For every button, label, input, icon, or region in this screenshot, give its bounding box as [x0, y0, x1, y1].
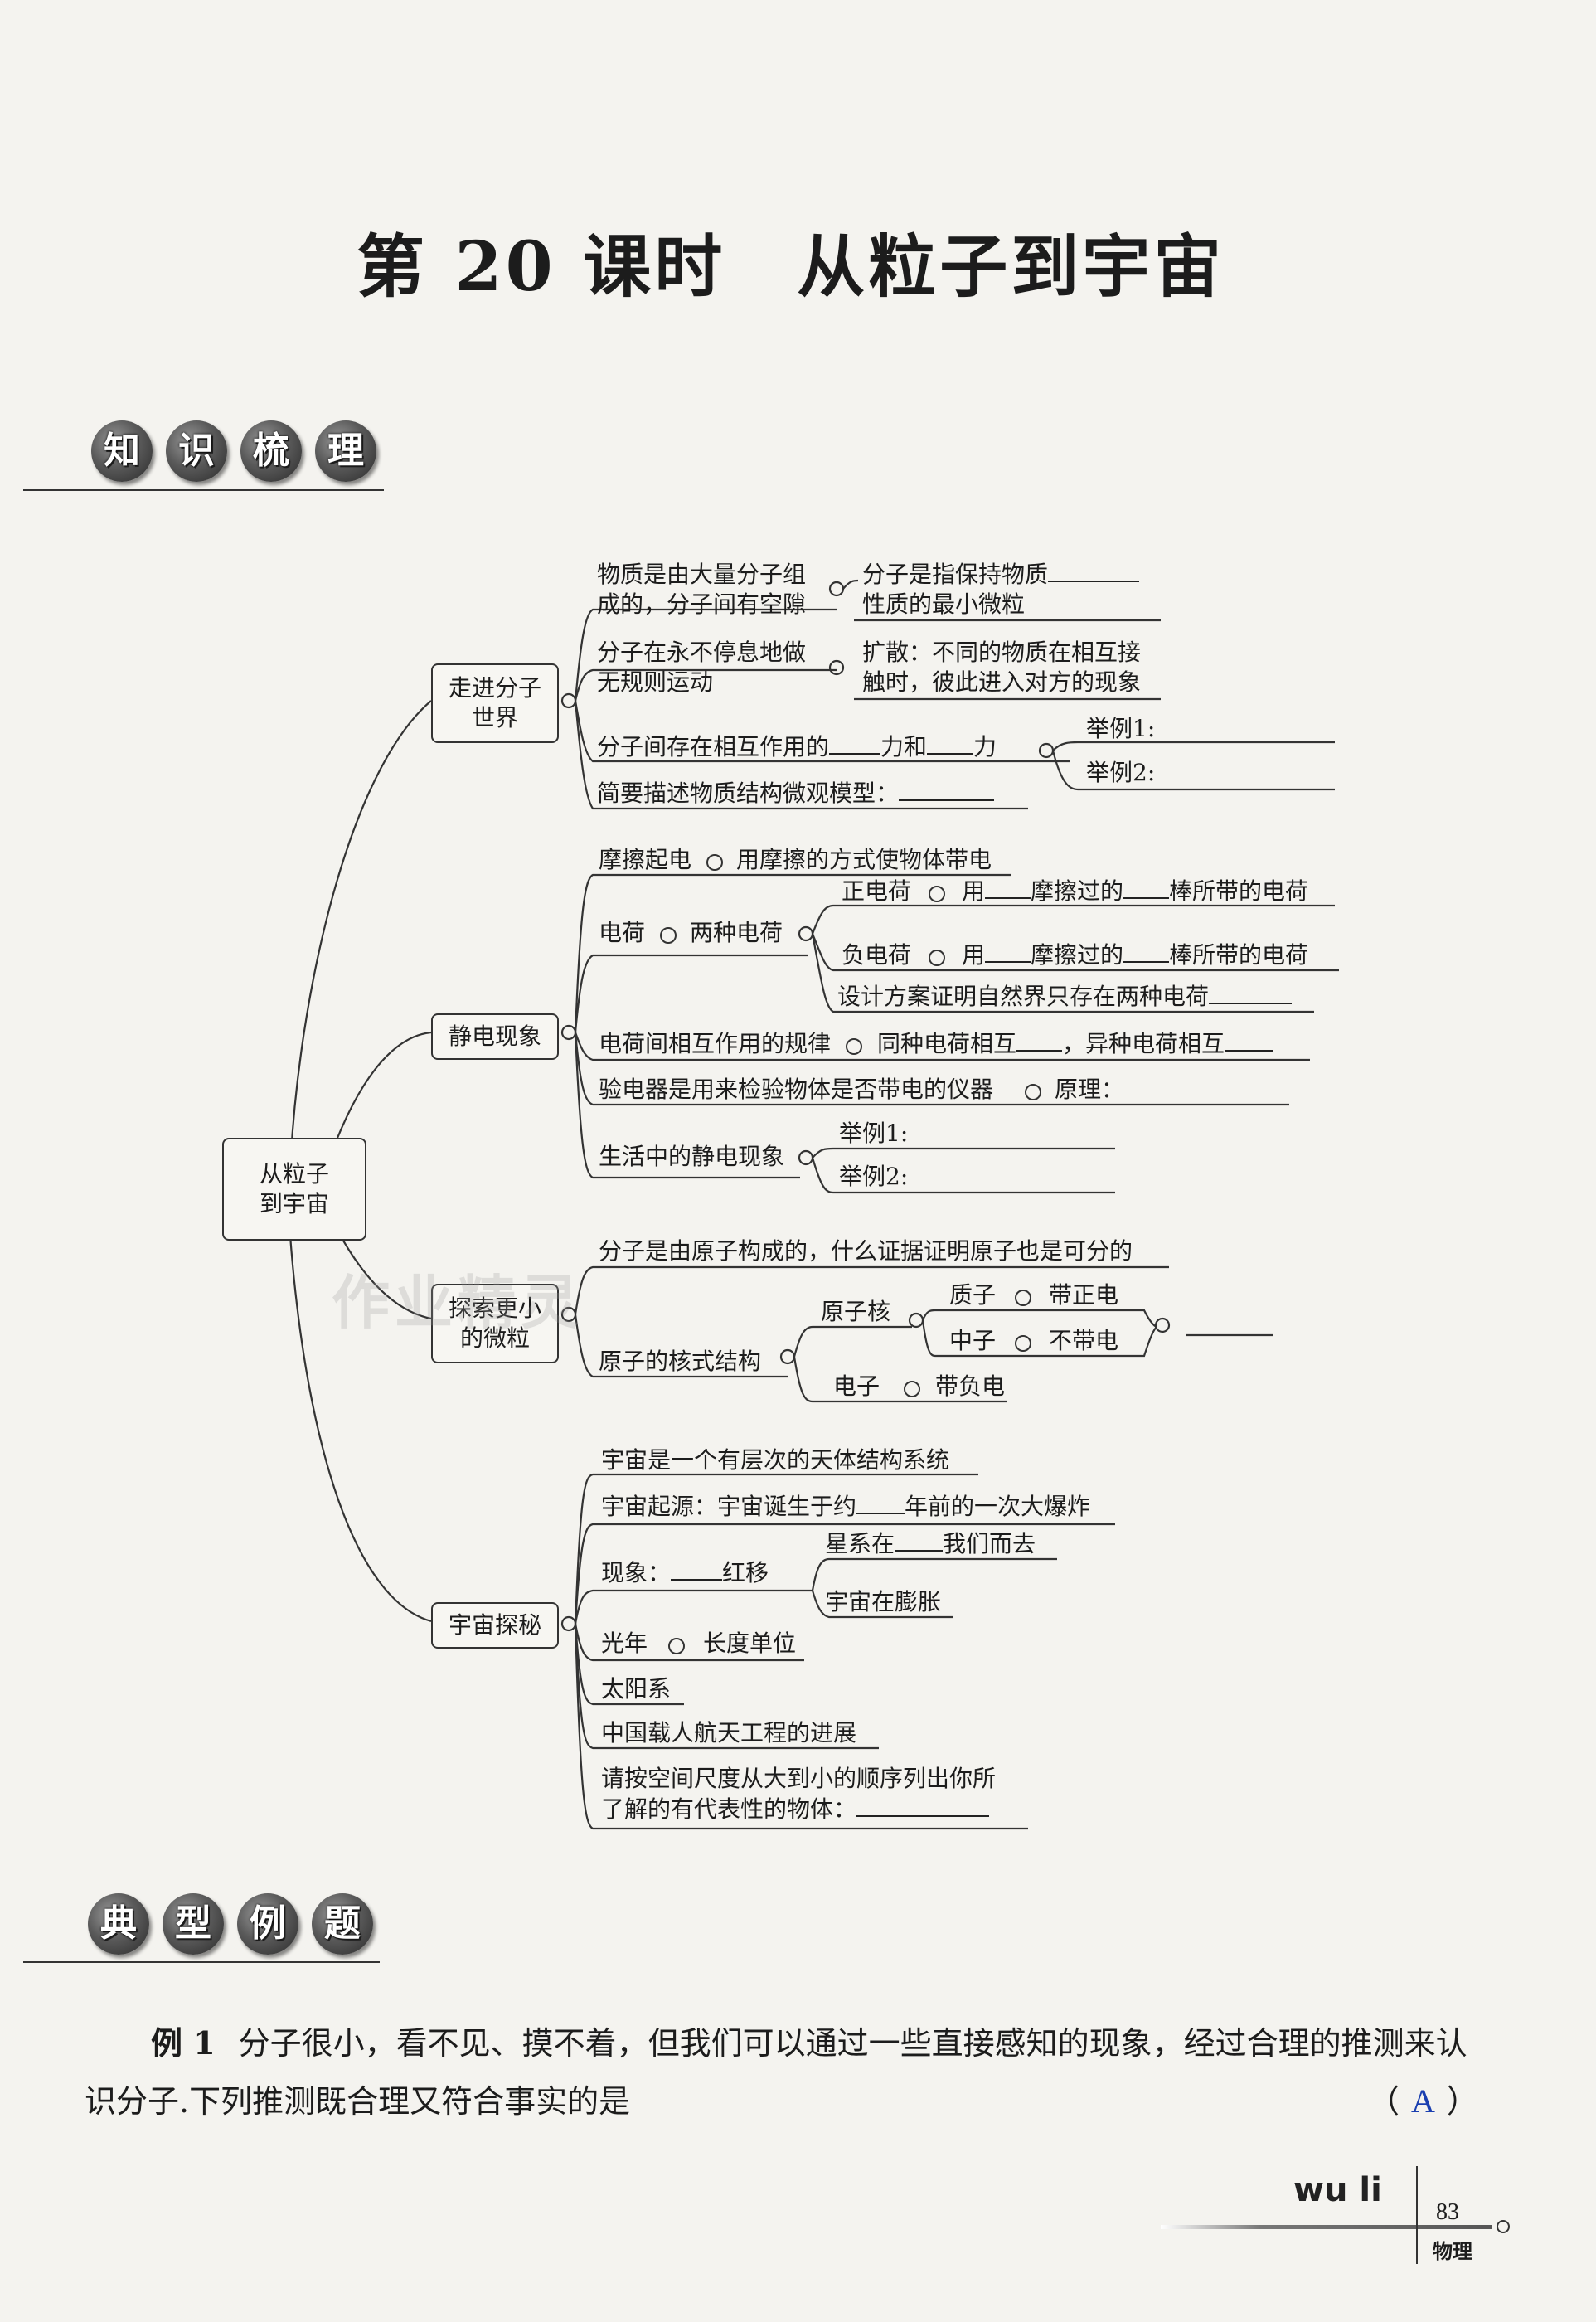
node-text: 长度单位 [703, 1630, 797, 1657]
node-text: 无规则运动 [597, 668, 714, 696]
footer-vertical-rule [1416, 2166, 1418, 2264]
node-text: 宇宙起源：宇宙诞生于约年前的一次大爆炸 [601, 1493, 1091, 1520]
node-text: 用摩擦的方式使物体带电 [736, 846, 992, 873]
node-text: 正电荷 [842, 877, 912, 905]
divider [23, 489, 384, 491]
connector-icon [1015, 1335, 1031, 1352]
divider [23, 1961, 380, 1963]
node-text: 生活中的静电现象 [599, 1143, 785, 1170]
mindmap-branch-particles: 探索更小的微粒 [431, 1284, 559, 1363]
node-text: 用摩擦过的棒所带的电荷 [962, 877, 1309, 905]
node-text: 设计方案证明自然界只存在两种电荷 [837, 983, 1293, 1011]
page-number: 83 [1436, 2199, 1459, 2225]
node-text: 不带电 [1049, 1327, 1119, 1354]
section-badge: 例 [237, 1893, 298, 1955]
node-text: 举例2: [1086, 759, 1156, 786]
example-1-line2: 识分子.下列推测既合理又符合事实的是 [85, 2083, 631, 2120]
node-text: 星系在我们而去 [825, 1530, 1036, 1557]
node-text: 原理： [1055, 1076, 1125, 1103]
node-text: 电荷间相互作用的规律 [599, 1030, 832, 1057]
node-text: 了解的有代表性的物体： [601, 1795, 990, 1824]
node-text: 举例2: [839, 1163, 909, 1190]
node-text: 简要描述物质结构微观模型： [597, 780, 995, 808]
node-text: 用摩擦过的棒所带的电荷 [962, 941, 1309, 969]
connector-icon [929, 950, 945, 966]
node-text: 太阳系 [601, 1675, 672, 1703]
node-text: 电荷 [599, 919, 646, 946]
node-text: 质子 [949, 1281, 997, 1309]
node-text: 宇宙在膨胀 [825, 1588, 942, 1615]
node-text: 举例1: [1086, 715, 1156, 742]
node-text: 宇宙是一个有层次的天体结构系统 [601, 1446, 950, 1474]
connector-icon [846, 1038, 862, 1055]
node-text: 电子 [833, 1372, 880, 1400]
connector-icon [706, 854, 723, 871]
node-text: 性质的最小微粒 [862, 590, 1026, 618]
node-text: 带正电 [1049, 1281, 1119, 1309]
node-text: 分子是由原子构成的，什么证据证明原子也是可分的 [599, 1237, 1133, 1265]
node-text: 举例1: [839, 1120, 909, 1147]
node-text: 摩擦起电 [599, 846, 692, 873]
watermark: 作业精灵 [332, 1269, 584, 1337]
node-text: 光年 [601, 1630, 648, 1657]
example-label: 例 1 [151, 2024, 216, 2062]
node-text: 触时，彼此进入对方的现象 [862, 668, 1142, 696]
mindmap-branch-universe: 宇宙探秘 [431, 1602, 559, 1649]
node-text: 分子间存在相互作用的力和力 [597, 733, 997, 760]
node-text: 扩散：不同的物质在相互接 [862, 639, 1142, 666]
answer-value: A [1411, 2082, 1435, 2120]
section-badge: 型 [163, 1893, 224, 1955]
node-text: 原子的核式结构 [599, 1348, 762, 1375]
node-text: 请按空间尺度从大到小的顺序列出你所 [601, 1765, 997, 1792]
connector-icon [668, 1638, 685, 1654]
node-text: 验电器是用来检验物体是否带电的仪器 [599, 1076, 994, 1103]
answer-bracket: （A） [1368, 2082, 1478, 2120]
connector-icon [660, 927, 677, 944]
node-text: 分子在永不停息地做 [597, 639, 807, 666]
section-badge: 识 [166, 420, 227, 482]
section-badge: 理 [315, 420, 376, 482]
page-title: 第 20 课时 从粒子到宇宙 [357, 227, 1225, 307]
footer-rule [1161, 2225, 1492, 2229]
section-badge: 梳 [240, 420, 302, 482]
section-badge: 题 [312, 1893, 373, 1955]
mindmap-branch-molecules: 走进分子世界 [431, 663, 559, 743]
example-1: 例 1 分子很小，看不见、摸不着，但我们可以通过一些直接感知的现象，经过合理的推测… [151, 2019, 1467, 2067]
node-text: 负电荷 [842, 941, 912, 969]
connector-icon [1025, 1084, 1041, 1100]
node-text: 两种电荷 [690, 919, 783, 946]
footer-end-dot [1497, 2220, 1510, 2233]
node-text: 同种电荷相互，异种电荷相互 [877, 1030, 1273, 1058]
node-text: 物质是由大量分子组 [597, 561, 807, 588]
connector-icon [929, 886, 945, 902]
node-text: 现象：红移 [601, 1559, 769, 1586]
node-text: 中国载人航天工程的进展 [601, 1719, 857, 1746]
node-text: 成的，分子间有空隙 [597, 590, 807, 618]
mindmap-branch-static: 静电现象 [431, 1013, 559, 1060]
node-text: 分子是指保持物质 [862, 561, 1140, 589]
connector-icon [904, 1381, 920, 1397]
example-text: 分子很小，看不见、摸不着，但我们可以通过一些直接感知的现象，经过合理的推测来认 [238, 2025, 1467, 2062]
footer-script: wu li [1293, 2171, 1382, 2209]
section-badge: 知 [91, 420, 153, 482]
node-text: 原子核 [821, 1298, 891, 1325]
section-badge: 典 [88, 1893, 149, 1955]
connector-icon [1015, 1290, 1031, 1306]
node-text: 中子 [949, 1327, 997, 1354]
mindmap-root-node: 从粒子到宇宙 [222, 1138, 366, 1241]
footer-subject: 物理 [1433, 2239, 1472, 2263]
node-text: 带负电 [935, 1372, 1006, 1400]
